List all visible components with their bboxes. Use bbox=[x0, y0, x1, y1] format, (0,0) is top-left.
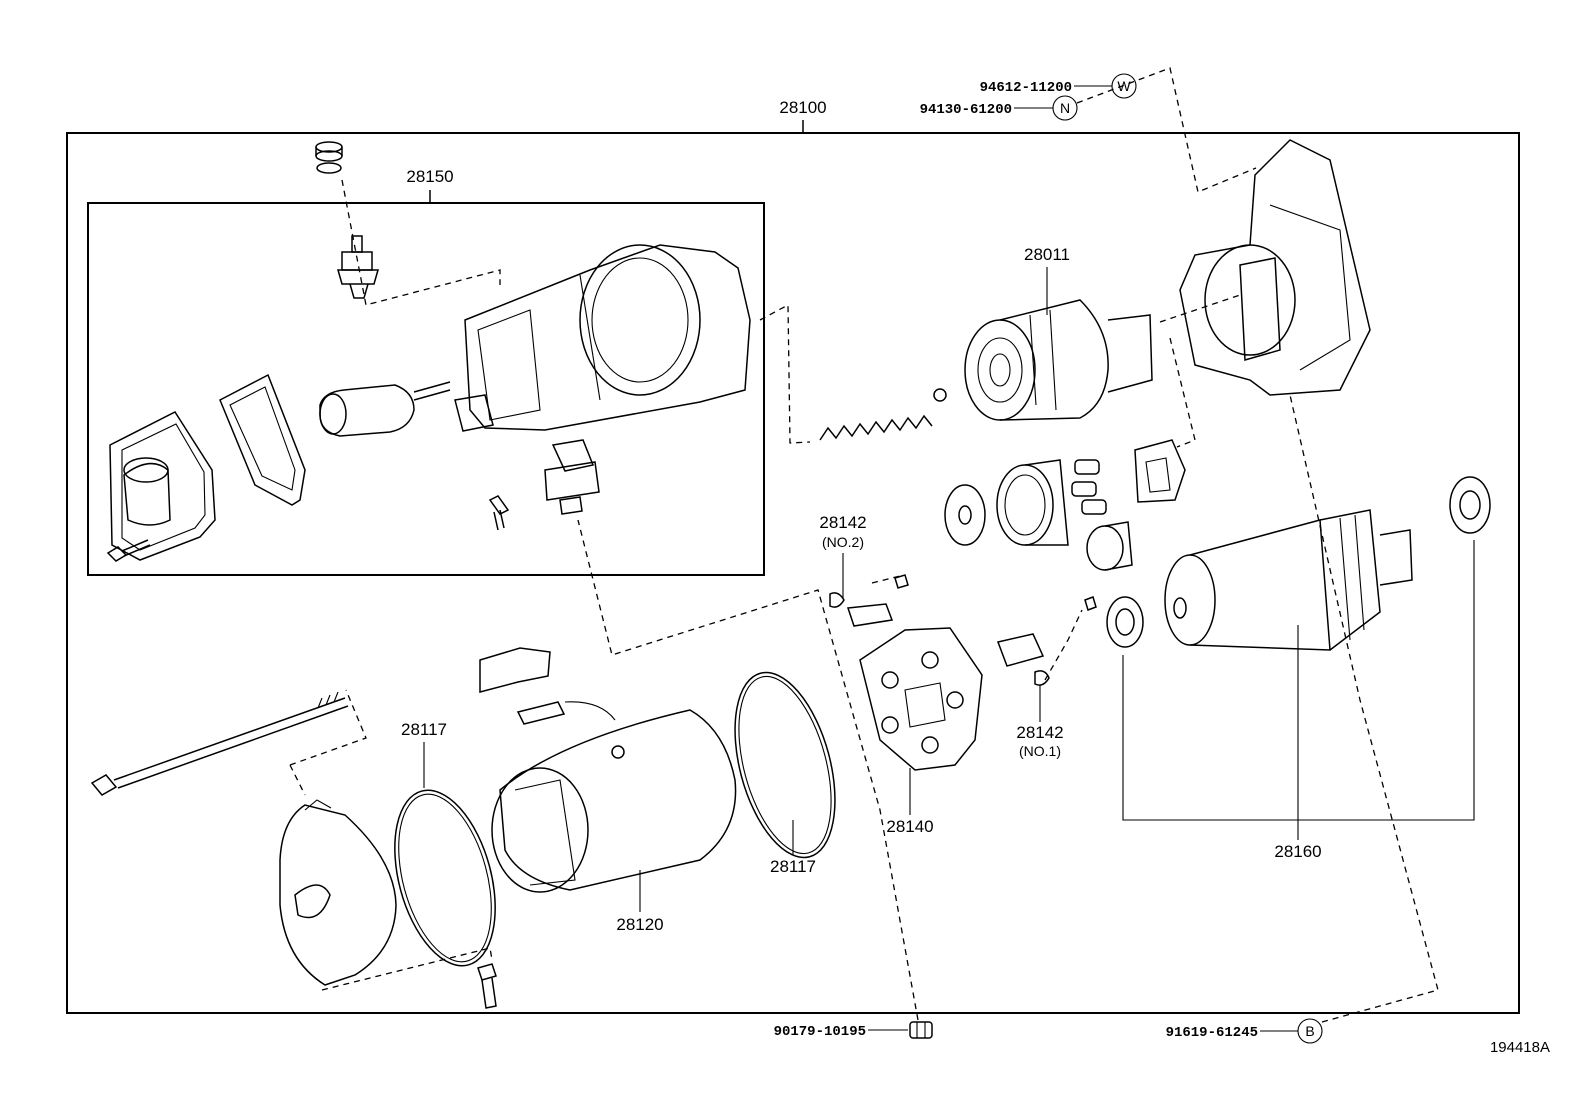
cover-screw bbox=[106, 539, 151, 562]
yoke-callout: 28120 bbox=[616, 915, 663, 934]
gasket bbox=[219, 373, 306, 506]
rear-cover bbox=[279, 799, 397, 986]
nut-part-number: 94130-61200 bbox=[920, 102, 1012, 118]
bolt-part-number: 90179-10195 bbox=[774, 1024, 866, 1040]
brush-screw-right bbox=[1084, 596, 1097, 611]
terminal-stud bbox=[337, 235, 379, 299]
washer-code: W bbox=[1117, 78, 1131, 94]
bearing-left bbox=[1106, 596, 1144, 648]
drive-housing bbox=[1179, 139, 1371, 396]
brush-no1-sub: (NO.1) bbox=[1019, 743, 1061, 759]
sun-gear bbox=[1086, 521, 1133, 571]
brush-no1-callout: 28142 bbox=[1016, 723, 1063, 742]
oring-left bbox=[394, 789, 496, 967]
yoke bbox=[479, 647, 737, 893]
armature-callout: 28160 bbox=[1274, 842, 1321, 861]
plunger bbox=[319, 381, 451, 437]
oring-left-callout: 28117 bbox=[401, 720, 447, 739]
starter-drive bbox=[964, 299, 1153, 421]
terminal-cap bbox=[315, 141, 343, 174]
drive-callout: 28011 bbox=[1024, 245, 1070, 264]
oring-right-callout: 28117 bbox=[770, 857, 816, 876]
bearing-code: B bbox=[1305, 1023, 1314, 1039]
brush-no2-sub: (NO.2) bbox=[822, 534, 864, 550]
bolt-icon bbox=[909, 1021, 933, 1039]
rear-cover-screw bbox=[477, 963, 497, 1009]
planetary-gear bbox=[996, 459, 1069, 546]
assembly-frame bbox=[66, 132, 1520, 1014]
end-cover bbox=[109, 411, 216, 561]
subassembly-label: 28150 bbox=[406, 167, 453, 186]
armature bbox=[1164, 509, 1413, 651]
clutch-retainer bbox=[1134, 439, 1186, 503]
contact-terminal bbox=[544, 439, 600, 515]
bearing-part-number: 91619-61245 bbox=[1166, 1025, 1258, 1041]
brush-no2-callout: 28142 bbox=[819, 513, 866, 532]
nut-code: N bbox=[1060, 100, 1070, 116]
spring bbox=[819, 414, 933, 441]
subassembly-frame bbox=[87, 202, 765, 576]
figure-code: 194418A bbox=[1490, 1039, 1550, 1056]
through-bolt bbox=[90, 691, 349, 796]
assembly-label: 28100 bbox=[779, 98, 826, 117]
contact-screw bbox=[488, 495, 510, 531]
thrust-washer bbox=[944, 484, 986, 546]
brush-holder-callout: 28140 bbox=[886, 817, 933, 836]
bearing-right bbox=[1449, 476, 1491, 534]
brush-holder bbox=[859, 627, 983, 771]
magnetic-switch-housing bbox=[454, 244, 751, 432]
washer-part-number: 94612-11200 bbox=[980, 80, 1072, 96]
oring-right bbox=[734, 671, 836, 859]
steel-ball bbox=[933, 388, 947, 402]
brush-no2 bbox=[829, 592, 894, 627]
brush-screw-top bbox=[894, 574, 909, 589]
brush-no1 bbox=[996, 633, 1050, 686]
pinion-rollers bbox=[1071, 459, 1107, 515]
